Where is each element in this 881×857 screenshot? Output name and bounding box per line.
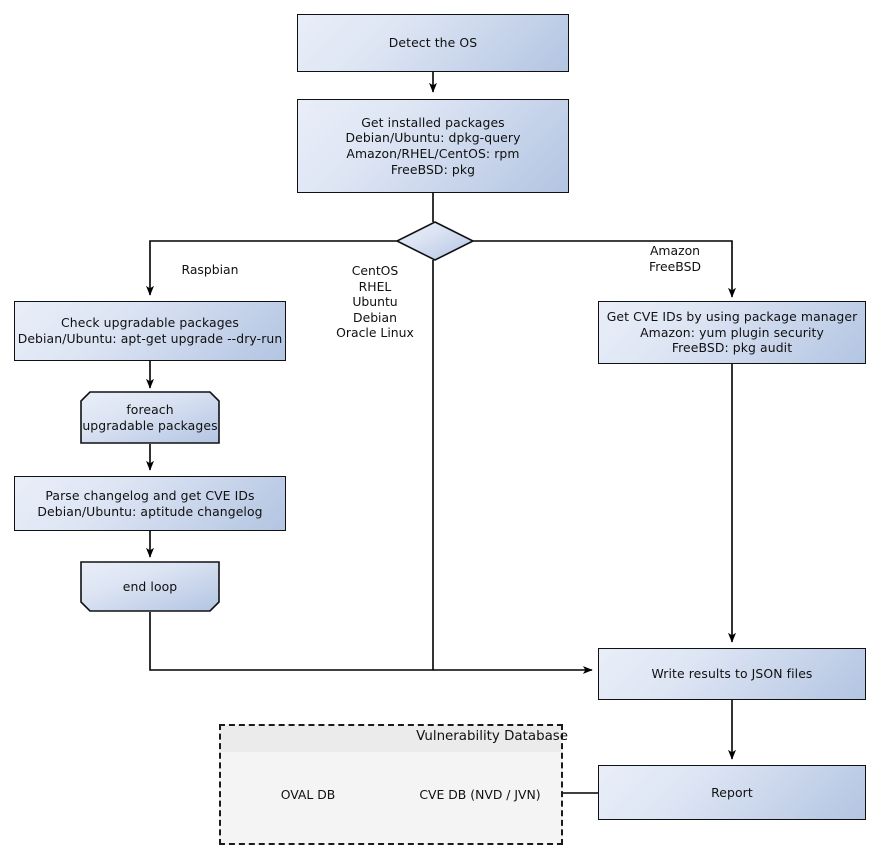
node-check-upgradable-packages[interactable]: Check upgradable packages Debian/Ubuntu:…	[14, 301, 286, 361]
oval-db-label: OVAL DB	[280, 787, 336, 802]
node-end-loop[interactable]: end loop	[81, 562, 219, 611]
node-parse-changelog-label: Parse changelog and get CVE IDs Debian/U…	[37, 487, 263, 519]
node-get-installed-packages-label: Get installed packages Debian/Ubuntu: dp…	[345, 114, 521, 177]
branch-label-middle: CentOS RHEL Ubuntu Debian Oracle Linux	[336, 263, 414, 341]
node-report[interactable]: Report	[598, 765, 866, 820]
node-get-cve-ids-package-manager-label: Get CVE IDs by using package manager Ama…	[606, 309, 858, 356]
node-report-label: Report	[711, 784, 753, 800]
node-write-results[interactable]: Write results to JSON files	[598, 648, 866, 700]
node-end-loop-label: end loop	[122, 578, 178, 594]
node-write-results-label: Write results to JSON files	[651, 666, 813, 682]
node-get-installed-packages[interactable]: Get installed packages Debian/Ubuntu: dp…	[297, 99, 569, 193]
cve-db-cylinder[interactable]: CVE DB (NVD / JVN)	[404, 762, 556, 826]
node-foreach-loop-label: foreach upgradable packages	[82, 401, 218, 433]
node-get-cve-ids-package-manager[interactable]: Get CVE IDs by using package manager Ama…	[598, 301, 866, 364]
node-check-upgradable-packages-label: Check upgradable packages Debian/Ubuntu:…	[17, 315, 283, 346]
vulnerability-database-group-header	[221, 726, 561, 752]
node-foreach-loop[interactable]: foreach upgradable packages	[81, 392, 219, 443]
branch-label-right: Amazon FreeBSD	[649, 243, 701, 274]
node-os-decision[interactable]	[397, 222, 473, 260]
cve-db-label: CVE DB (NVD / JVN)	[419, 787, 541, 802]
node-detect-os[interactable]: Detect the OS	[297, 14, 569, 72]
oval-db-cylinder[interactable]: OVAL DB	[233, 762, 383, 826]
branch-label-left: Raspbian	[181, 262, 239, 277]
node-parse-changelog[interactable]: Parse changelog and get CVE IDs Debian/U…	[14, 476, 286, 531]
node-detect-os-label: Detect the OS	[388, 35, 478, 51]
vulnerability-database-title: Vulnerability Database	[416, 729, 568, 744]
